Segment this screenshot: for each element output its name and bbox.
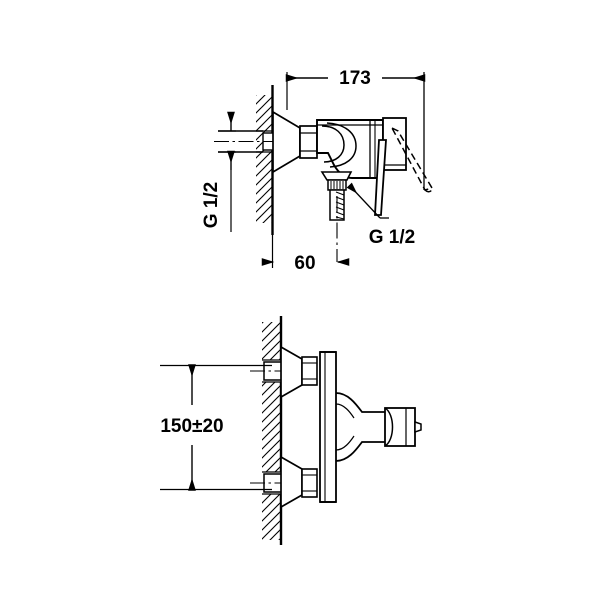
mixer-body-outline	[316, 119, 384, 179]
mixer-body-top	[316, 119, 384, 179]
inlet-lower-nut	[301, 468, 318, 498]
dimension-150: 150±20	[160, 364, 272, 491]
inlet-upper-escutcheon	[280, 345, 303, 399]
wall-section-top	[256, 85, 274, 235]
lever-handle-phantom-tip	[424, 187, 433, 193]
dim-60-label: 60	[294, 253, 315, 274]
mixer-riser-column	[319, 351, 337, 503]
side-elevation-view: 173 60 G 1/2	[201, 68, 434, 274]
dim-g12-outlet-label: G 1/2	[369, 227, 415, 248]
inlet-upper-bottom-view	[250, 345, 318, 399]
inlet-lower-bottom-view	[250, 455, 318, 509]
inlet-upper-nut	[301, 356, 318, 386]
dim-g12-inlet-label: G 1/2	[201, 182, 222, 228]
outlet-knurl-lines	[330, 181, 344, 189]
dimension-inlet-thread: G 1/2	[201, 111, 236, 232]
wall-hatch-bottom	[262, 322, 281, 540]
wall-hatch-top	[256, 95, 273, 223]
outlet-thread-leader	[346, 182, 389, 219]
inlet-lower-escutcheon	[280, 455, 303, 509]
escutcheon-cone-top	[272, 110, 301, 174]
shower-outlet-connector-top	[320, 171, 353, 262]
mixer-handle-boss-arc	[384, 407, 394, 447]
mixer-lever-nub	[414, 420, 422, 434]
lever-handle-phantom-top	[390, 126, 434, 193]
dimension-60: 60	[261, 230, 350, 274]
mixer-body-bottom-view	[319, 351, 422, 503]
dimension-173: 173	[285, 68, 426, 190]
mixer-fillet-lower	[335, 441, 385, 462]
mixer-body-cavity-arc	[321, 125, 345, 163]
lever-handle-solid	[374, 139, 387, 216]
dim-173-label: 173	[339, 68, 371, 89]
connection-nut-top	[299, 125, 318, 159]
mixer-fillet-lower-inner	[335, 435, 355, 451]
dim-150-label: 150±20	[160, 416, 223, 437]
connection-nut-body	[299, 125, 318, 159]
escutcheon-cone-outline	[272, 110, 301, 174]
wall-section-bottom	[262, 316, 283, 545]
mixer-fillet-upper	[335, 392, 385, 413]
lever-handle-phantom	[390, 126, 434, 191]
outlet-thread-leader-line	[346, 182, 381, 219]
mixer-body-inner-arc	[326, 122, 357, 168]
lever-handle-solid-top	[374, 139, 387, 216]
outlet-collar	[320, 171, 353, 181]
lever-base-top	[382, 117, 407, 171]
front-elevation-view: 150±20	[160, 316, 422, 545]
mixer-fillet-upper-inner	[335, 403, 355, 419]
